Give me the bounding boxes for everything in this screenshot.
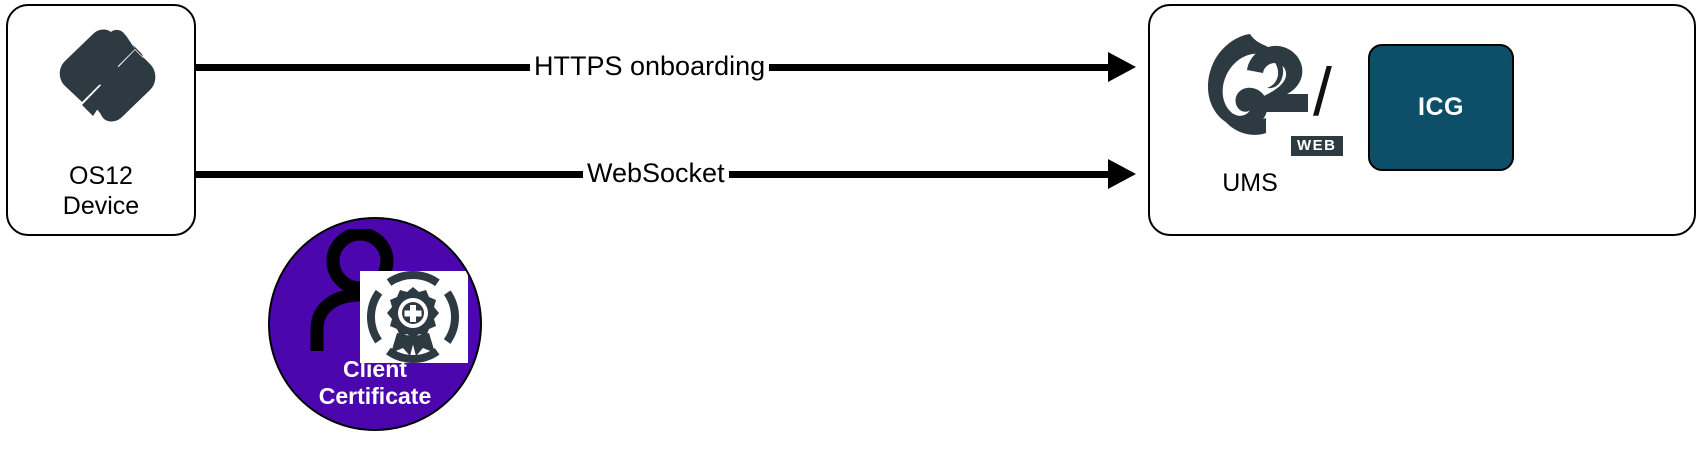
node-ums-label: UMS [1222,169,1278,197]
arrow-head-https-icon [1108,52,1136,82]
node-os12-device[interactable]: OS12 Device [6,4,196,236]
connection-label-websocket: WebSocket [583,157,729,189]
node-icg-label: ICG [1418,93,1464,121]
device-label-line1: OS12 [69,162,133,190]
separator-slash: / [1313,54,1332,130]
client-certificate-badge[interactable]: Client Certificate [268,217,482,431]
connection-label-https: HTTPS onboarding [530,50,770,82]
client-certificate-label-line2: Certificate [318,383,432,409]
web-badge: WEB [1291,136,1343,156]
opengear-web-logo-icon: WEB [1190,28,1343,156]
client-certificate-label-line1: Client [343,356,407,382]
certificate-seal-icon [363,271,463,364]
device-label-line2: Device [62,192,140,220]
node-os12-device-label: OS12 Device [8,161,194,221]
node-icg[interactable]: ICG [1368,44,1514,171]
arrow-head-websocket-icon [1108,159,1136,189]
opengear-logo-icon [49,28,159,148]
